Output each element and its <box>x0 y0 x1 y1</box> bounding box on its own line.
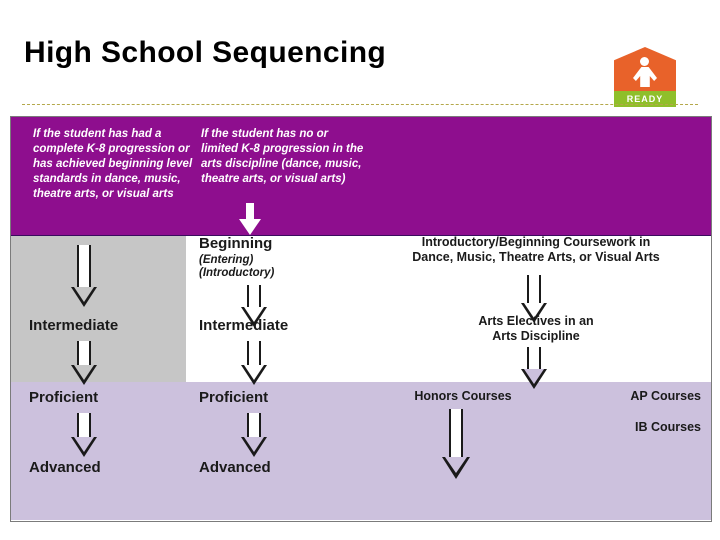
c3-intro-coursework: Introductory/Beginning Coursework in Dan… <box>412 235 660 264</box>
note-no-progression: If the student has no or limited K-8 pro… <box>201 128 364 185</box>
page-title: High School Sequencing <box>24 36 387 69</box>
c2-level-beginning-sub: (Entering) (Introductory) <box>199 254 275 279</box>
arrow-c1-mid <box>71 341 97 385</box>
c2-level-beginning: Beginning <box>199 235 273 252</box>
arrow-c1-bottom <box>71 413 97 457</box>
column1-grey-background <box>11 236 186 382</box>
c4-ap-courses: AP Courses <box>630 389 701 403</box>
c2-level-intermediate: Intermediate <box>199 317 289 334</box>
c1-level-intermediate: Intermediate <box>29 317 119 334</box>
arrow-c3-bottom <box>441 409 471 481</box>
logo-band-label: READY <box>626 94 664 104</box>
arrow-c3-mid <box>521 347 547 389</box>
c3-arts-electives: Arts Electives in an Arts Discipline <box>478 314 594 343</box>
c3-honors-courses: Honors Courses <box>414 389 512 403</box>
arrow-c2-top <box>241 285 267 327</box>
arrow-c2-mid <box>241 341 267 385</box>
title-divider <box>22 104 698 105</box>
c2-level-advanced: Advanced <box>199 459 271 476</box>
person-head-icon <box>640 57 649 66</box>
arrow-c3-top <box>521 275 547 323</box>
c2-level-proficient: Proficient <box>199 389 269 406</box>
arrow-note-to-beginning <box>239 203 261 235</box>
sequencing-diagram: If the student has had a complete K-8 pr… <box>10 116 712 522</box>
person-body-icon <box>633 67 657 87</box>
band-purple <box>11 117 711 236</box>
note-complete-progression: If the student has had a complete K-8 pr… <box>33 128 193 200</box>
ready-logo: READY <box>614 47 676 107</box>
band-lavender <box>11 382 711 520</box>
c4-ib-courses: IB Courses <box>635 420 701 434</box>
person-icon <box>632 57 658 87</box>
logo-band: READY <box>614 91 676 107</box>
c1-level-proficient: Proficient <box>29 389 99 406</box>
arrow-c1-top <box>71 245 97 307</box>
arrow-c2-bottom <box>241 413 267 457</box>
c1-level-advanced: Advanced <box>29 459 101 476</box>
